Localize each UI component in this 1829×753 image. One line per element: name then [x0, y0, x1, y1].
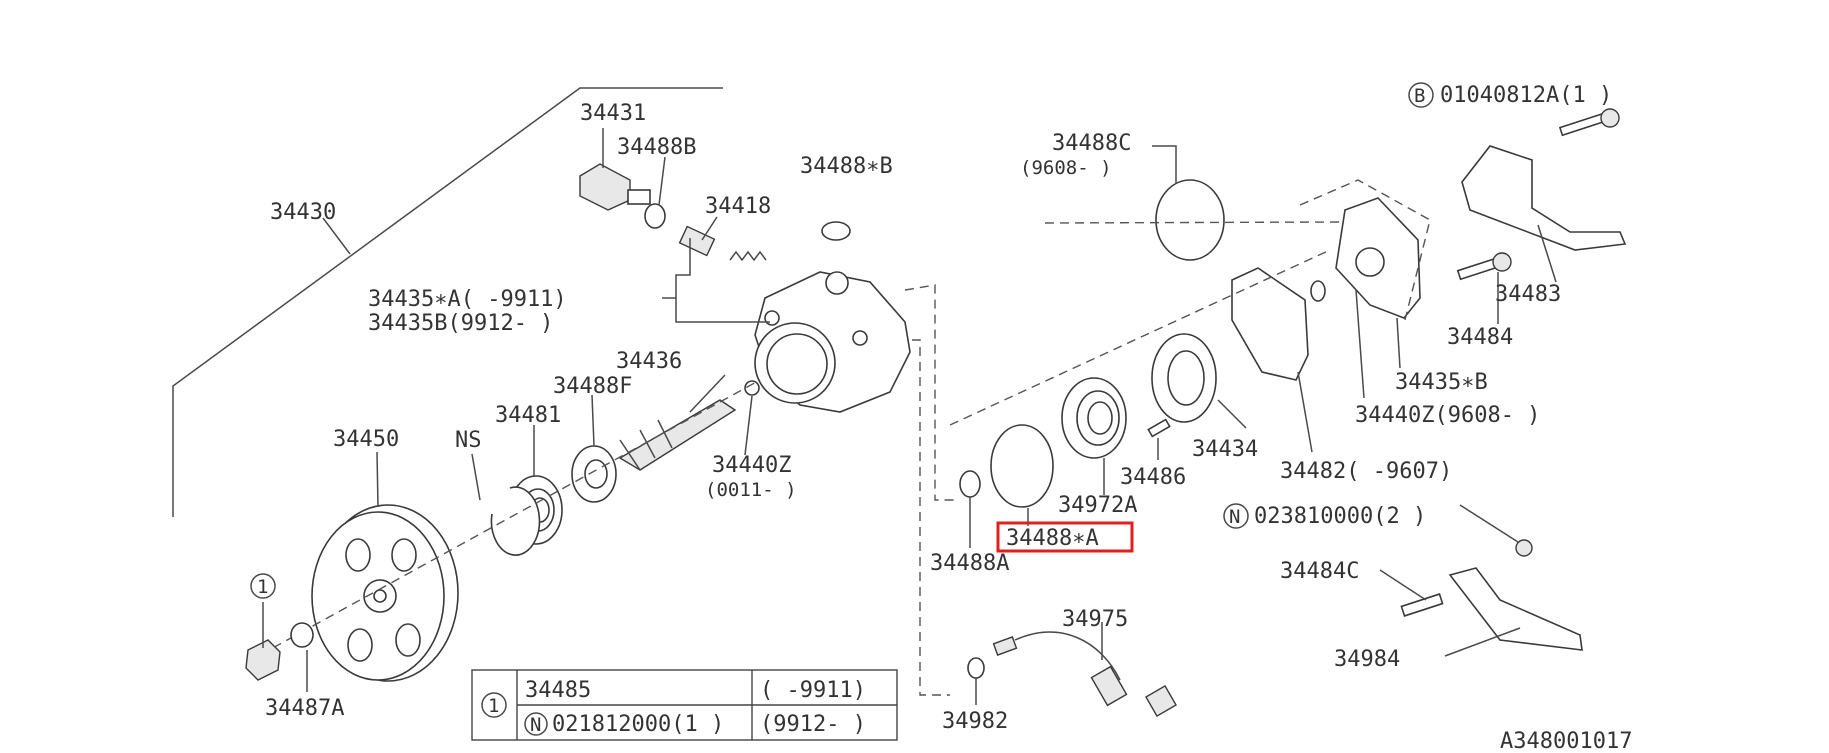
label-34488C-date: (9608- )	[1020, 157, 1112, 179]
part-labels: 34430 34431 34488B 34488∗B 34418 34435∗A…	[250, 82, 1632, 753]
seal-34488F	[571, 445, 617, 503]
shaft-34436	[618, 399, 737, 471]
bracket-34984	[1448, 567, 1583, 651]
snap-ring-NS	[490, 486, 541, 556]
legend-table: 1 34485 ( -9911) N 021812000(1 ) (9912- …	[471, 669, 898, 741]
rotor-34434	[1151, 333, 1217, 423]
label-34435B: 34435B(9912- )	[368, 311, 553, 336]
bolt-34484	[1456, 252, 1512, 281]
pulley-34450	[311, 504, 459, 682]
label-34972A: 34972A	[1058, 493, 1137, 518]
legend-row-2-part: 021812000(1 )	[552, 712, 724, 737]
cover-34435starB	[1335, 197, 1421, 319]
oring-34488starA	[990, 424, 1054, 508]
bolt-01040812A	[1558, 108, 1620, 137]
label-34488starA: 34488∗A	[1006, 526, 1099, 551]
oring-34488A	[959, 470, 981, 498]
highlight-box	[996, 521, 1134, 553]
circle-B: B	[1414, 85, 1425, 107]
pump-housing	[754, 271, 911, 413]
label-34418: 34418	[705, 194, 771, 219]
sensor-34975	[992, 631, 1177, 717]
label-34486: 34486	[1120, 465, 1186, 490]
label-34440Z-left-date: (0011- )	[705, 479, 797, 501]
gasket-34482	[1231, 267, 1309, 381]
label-34488A: 34488A	[930, 551, 1009, 576]
label-34450: 34450	[333, 427, 399, 452]
label-34484C: 34484C	[1280, 559, 1359, 584]
oring-34488B	[644, 203, 666, 229]
label-34435A: 34435∗A( -9911)	[368, 287, 567, 312]
assembly-bracket-34430	[172, 87, 723, 517]
label-NS: NS	[455, 428, 482, 453]
legend-row-1-range: ( -9911)	[760, 678, 866, 703]
reference-code: A348001017	[1500, 729, 1632, 753]
label-34483: 34483	[1495, 282, 1561, 307]
label-34487A: 34487A	[265, 696, 344, 721]
oring-34488starB	[821, 221, 851, 241]
label-34430: 34430	[270, 200, 336, 225]
label-34488B: 34488B	[617, 135, 696, 160]
oring-34440Z	[1310, 280, 1326, 302]
label-34436: 34436	[616, 349, 682, 374]
nut-023810000	[1515, 539, 1533, 557]
label-34488F: 34488F	[553, 374, 632, 399]
label-34481: 34481	[495, 403, 561, 428]
legend-row-2-marker: N	[530, 714, 541, 736]
washer-34982	[967, 657, 985, 679]
valve-34418	[678, 225, 767, 262]
label-34440Z-right: 34440Z(9608- )	[1355, 403, 1540, 428]
label-34982: 34982	[942, 709, 1008, 734]
label-34488C: 34488C	[1052, 131, 1131, 156]
bracket-34483	[1461, 145, 1627, 251]
legend-key: 1	[488, 695, 499, 717]
label-34488starB: 34488∗B	[800, 154, 893, 179]
oring-34488C	[1155, 179, 1225, 261]
label-01040812A: 01040812A(1 )	[1440, 83, 1612, 108]
pin-34486	[1147, 418, 1171, 438]
valve-fitting-34431	[579, 163, 651, 211]
label-34482: 34482( -9607)	[1280, 459, 1452, 484]
callout-1: 1	[257, 576, 268, 598]
bearing-34972A	[1061, 377, 1127, 459]
legend-row-1-part: 34485	[525, 678, 591, 703]
label-34435starB: 34435∗B	[1395, 370, 1488, 395]
circle-N: N	[1229, 506, 1240, 528]
clip-34440Z	[744, 380, 760, 396]
label-34431: 34431	[580, 101, 646, 126]
label-34434: 34434	[1192, 437, 1258, 462]
washer-34487A	[290, 622, 314, 648]
nut-1	[245, 639, 281, 681]
label-34440Z-left: 34440Z	[712, 453, 791, 478]
label-34984: 34984	[1334, 647, 1400, 672]
label-34484: 34484	[1447, 325, 1513, 350]
label-023810000: 023810000(2 )	[1254, 504, 1426, 529]
label-34975: 34975	[1062, 607, 1128, 632]
legend-row-2-range: (9912- )	[760, 712, 866, 737]
leader-lines	[262, 128, 1557, 705]
bolt-34484C	[1400, 593, 1444, 617]
